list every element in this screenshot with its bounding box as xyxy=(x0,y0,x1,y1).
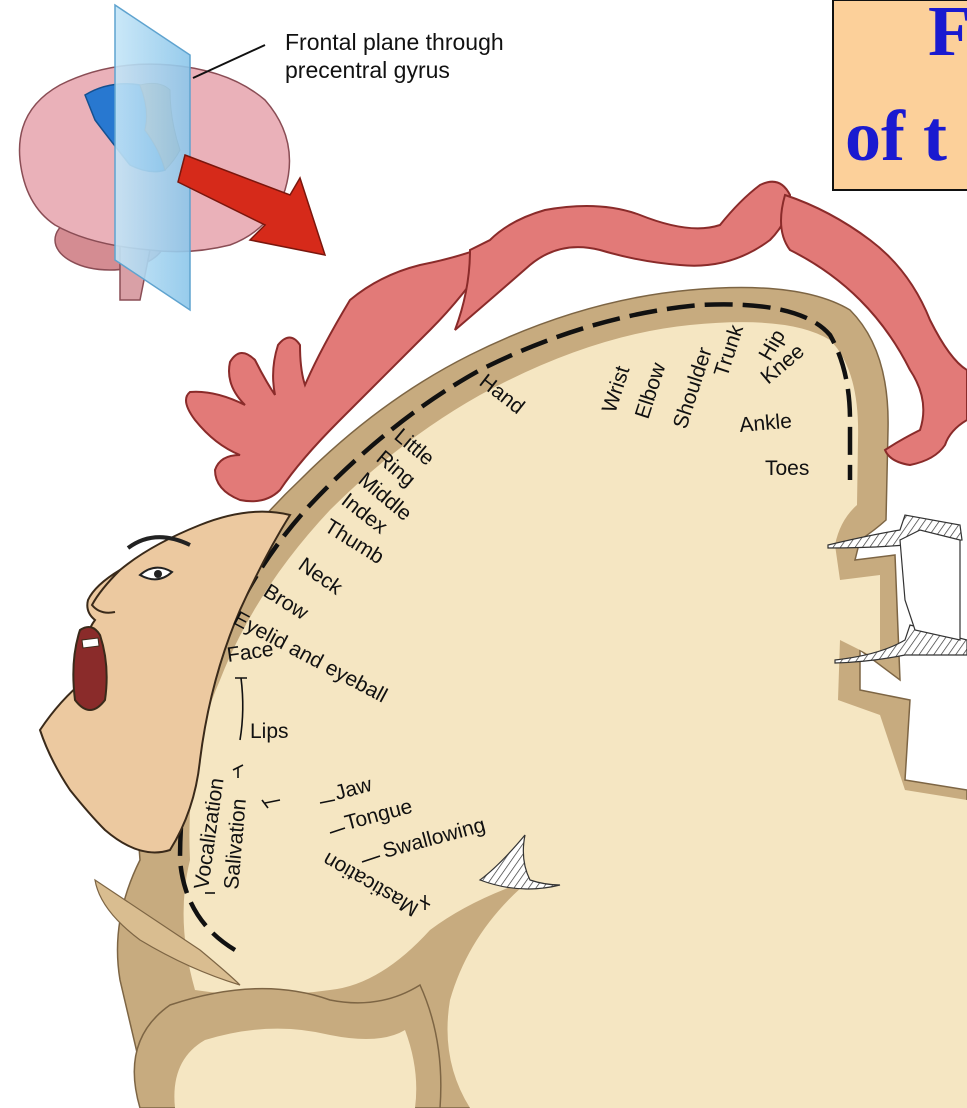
caption-leader-line xyxy=(193,45,265,78)
label-lips: Lips xyxy=(250,720,289,743)
medial-gap xyxy=(900,530,960,640)
plane-caption-line2: precentral gyrus xyxy=(285,57,450,83)
title-line1: F xyxy=(928,0,967,71)
temporal-inner xyxy=(174,1029,416,1108)
plane-caption-line1: Frontal plane through xyxy=(285,29,504,55)
inset-frontal-plane xyxy=(115,5,190,310)
label-ankle: Ankle xyxy=(738,409,792,436)
face-teeth xyxy=(82,638,99,648)
title-box: F of t xyxy=(833,0,967,190)
title-line2: of t xyxy=(845,96,947,176)
face-pupil xyxy=(154,570,162,578)
label-toes: Toes xyxy=(765,457,809,480)
